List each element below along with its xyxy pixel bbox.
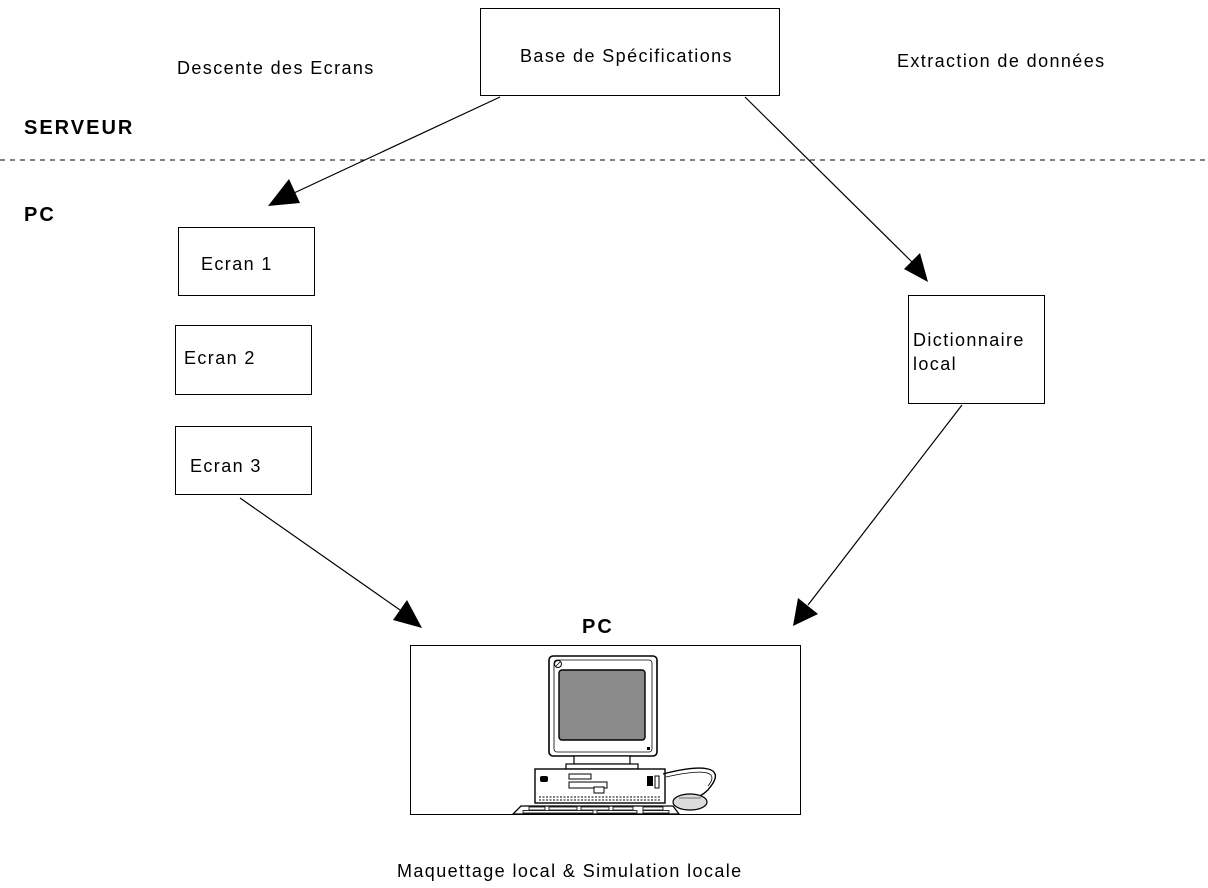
arrowhead-pc-left: [393, 600, 422, 628]
extraction-label: Extraction de données: [897, 51, 1106, 71]
edge-ecran3-to-pc: [239, 497, 401, 611]
caption: Maquettage local & Simulation locale: [397, 861, 743, 881]
base-specifications-label: Base de Spécifications: [520, 46, 733, 66]
base-specifications-node: Base de Spécifications: [480, 8, 780, 96]
ecran-3-label: Ecran 3: [190, 456, 262, 476]
pc-node: [410, 645, 801, 815]
arrowhead-dictionnaire: [904, 253, 928, 282]
ecran-3-node: Ecran 3: [175, 426, 312, 495]
ecran-2-node: Ecran 2: [175, 325, 312, 395]
ecran-2-label: Ecran 2: [184, 348, 256, 368]
ecran-1-node: Ecran 1: [178, 227, 315, 296]
pc-zone-label: PC: [24, 204, 56, 226]
edge-base-to-ecrans: [293, 96, 501, 194]
dictionnaire-local-node: Dictionnaire local: [908, 295, 1045, 404]
arrowhead-pc-right: [793, 598, 818, 626]
computer-workstation-icon: [511, 655, 717, 815]
edge-base-to-dictionnaire: [744, 96, 913, 263]
pc-title: PC: [582, 616, 614, 638]
descente-label: Descente des Ecrans: [177, 58, 375, 78]
edge-dictionnaire-to-pc: [807, 404, 963, 606]
serveur-zone-label: SERVEUR: [24, 117, 135, 139]
dictionnaire-local-label: Dictionnaire local: [913, 330, 1025, 374]
arrowhead-ecrans: [268, 179, 300, 206]
ecran-1-label: Ecran 1: [201, 254, 273, 274]
